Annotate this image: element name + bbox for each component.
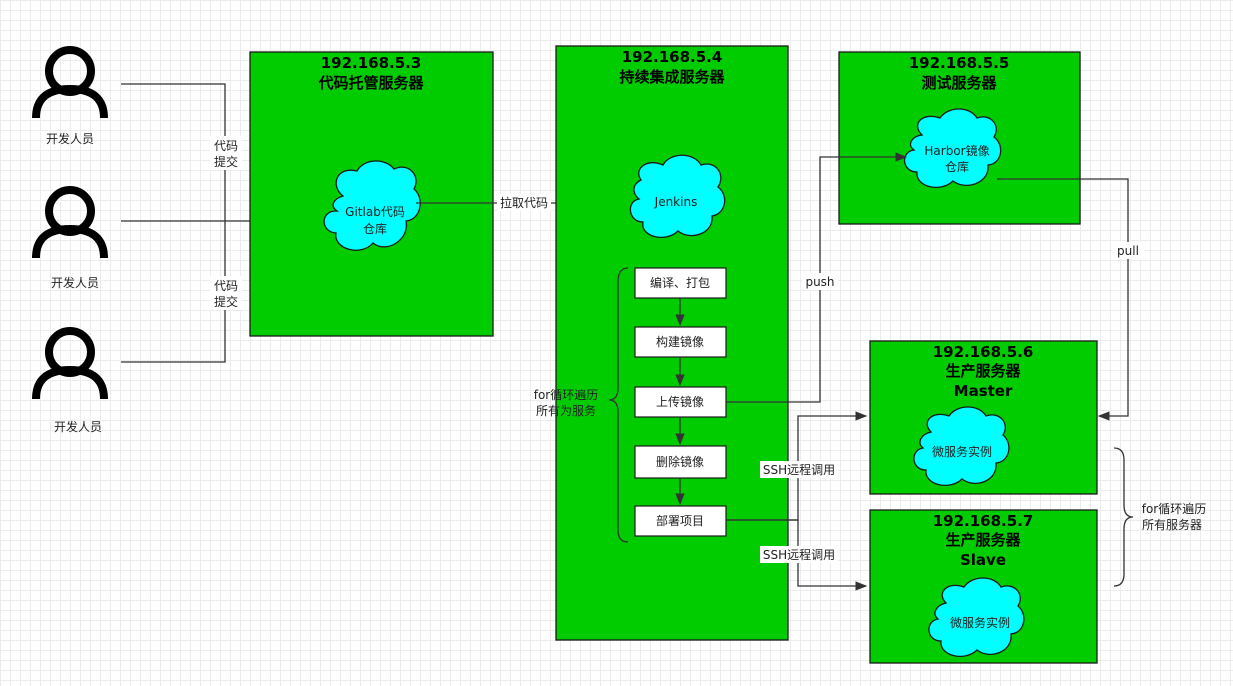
developer-label: 开发人员 xyxy=(54,419,102,434)
developer-3: 开发人员 xyxy=(32,327,108,434)
pipeline-step-label: 编译、打包 xyxy=(650,275,710,290)
developer-1: 开发人员 xyxy=(32,46,108,146)
pipeline-step: 构建镜像 xyxy=(634,326,727,358)
gitlab-node-line2: 仓库 xyxy=(363,221,387,236)
ci-server-name: 持续集成服务器 xyxy=(619,68,725,86)
microservice-cloud-node: 微服务实例 xyxy=(913,406,1010,487)
commit-connectors: 代码 提交 代码 提交 xyxy=(121,83,328,363)
prod-master-ip: 192.168.5.6 xyxy=(933,343,1034,361)
ci-server: 192.168.5.4 持续集成服务器 Jenkins for循环遍历 所有为服… xyxy=(534,45,789,641)
services-loop-line1: for循环遍历 xyxy=(534,388,599,402)
prod-master-server: 192.168.5.6 生产服务器 Master 微服务实例 xyxy=(869,340,1098,495)
developer-label: 开发人员 xyxy=(46,131,94,146)
microservice-node-label: 微服务实例 xyxy=(950,615,1010,630)
ssh-edges: SSH远程调用 SSH远程调用 xyxy=(726,411,868,591)
ci-server-ip: 192.168.5.4 xyxy=(622,48,723,66)
services-loop-line2: 所有为服务 xyxy=(536,403,596,418)
servers-loop-bracket xyxy=(1113,447,1134,587)
commit-label-line2: 提交 xyxy=(214,154,238,169)
pull-label: pull xyxy=(1117,244,1139,258)
git-server-name: 代码托管服务器 xyxy=(317,74,424,92)
git-server: 192.168.5.3 代码托管服务器 Gitlab代码 仓库 xyxy=(249,51,494,337)
microservice-node-label: 微服务实例 xyxy=(932,444,992,459)
prod-master-name: 生产服务器 xyxy=(945,362,1021,380)
pipeline-step-label: 删除镜像 xyxy=(656,454,704,469)
commit-label-line1: 代码 xyxy=(214,279,238,293)
prod-master-role: Master xyxy=(954,382,1013,400)
commit-label-line2: 提交 xyxy=(214,294,238,309)
ssh-label: SSH远程调用 xyxy=(763,547,835,562)
prod-slave-role: Slave xyxy=(960,551,1006,569)
harbor-node-line1: Harbor镜像 xyxy=(924,143,989,158)
ssh-label: SSH远程调用 xyxy=(763,462,835,477)
pipeline-step-label: 部署项目 xyxy=(656,513,704,528)
test-server: 192.168.5.5 测试服务器 Harbor镜像 仓库 xyxy=(838,51,1081,225)
pipeline-step: 上传镜像 xyxy=(634,386,727,418)
pull-code-edge: 拉取代码 xyxy=(416,194,628,211)
prod-slave-server: 192.168.5.7 生产服务器 Slave 微服务实例 xyxy=(869,509,1098,664)
developer-2: 开发人员 xyxy=(32,186,108,290)
developer-label: 开发人员 xyxy=(51,275,99,290)
servers-loop-line2: 所有服务器 xyxy=(1142,517,1202,532)
pipeline-step-label: 构建镜像 xyxy=(656,334,704,349)
jenkins-cloud-node: Jenkins xyxy=(629,154,726,239)
gitlab-node-line1: Gitlab代码 xyxy=(345,205,405,219)
harbor-node-line2: 仓库 xyxy=(945,159,969,174)
push-label: push xyxy=(805,275,834,289)
test-server-ip: 192.168.5.5 xyxy=(909,54,1010,72)
person-icon xyxy=(32,46,108,119)
pipeline-step: 部署项目 xyxy=(634,505,727,537)
gitlab-cloud-node: Gitlab代码 仓库 xyxy=(323,160,421,251)
test-server-name: 测试服务器 xyxy=(921,74,997,92)
pull-code-label: 拉取代码 xyxy=(500,195,548,210)
pipeline-step: 编译、打包 xyxy=(634,267,727,299)
person-icon xyxy=(32,327,108,400)
pull-edge: pull xyxy=(997,178,1144,421)
prod-slave-ip: 192.168.5.7 xyxy=(933,512,1034,530)
servers-loop-line1: for循环遍历 xyxy=(1142,502,1207,516)
git-server-ip: 192.168.5.3 xyxy=(321,54,422,72)
services-loop-bracket xyxy=(608,267,629,543)
pipeline-step: 删除镜像 xyxy=(634,445,727,479)
prod-slave-name: 生产服务器 xyxy=(945,531,1021,549)
jenkins-node-label: Jenkins xyxy=(654,195,698,209)
person-icon xyxy=(32,186,108,259)
servers-loop: for循环遍历 所有服务器 xyxy=(1113,447,1207,587)
harbor-cloud-node: Harbor镜像 仓库 xyxy=(903,108,1002,189)
push-edge: push xyxy=(726,152,908,403)
pipeline-step-label: 上传镜像 xyxy=(656,394,704,409)
microservice-cloud-node: 微服务实例 xyxy=(928,577,1025,658)
commit-label-line1: 代码 xyxy=(214,139,238,153)
